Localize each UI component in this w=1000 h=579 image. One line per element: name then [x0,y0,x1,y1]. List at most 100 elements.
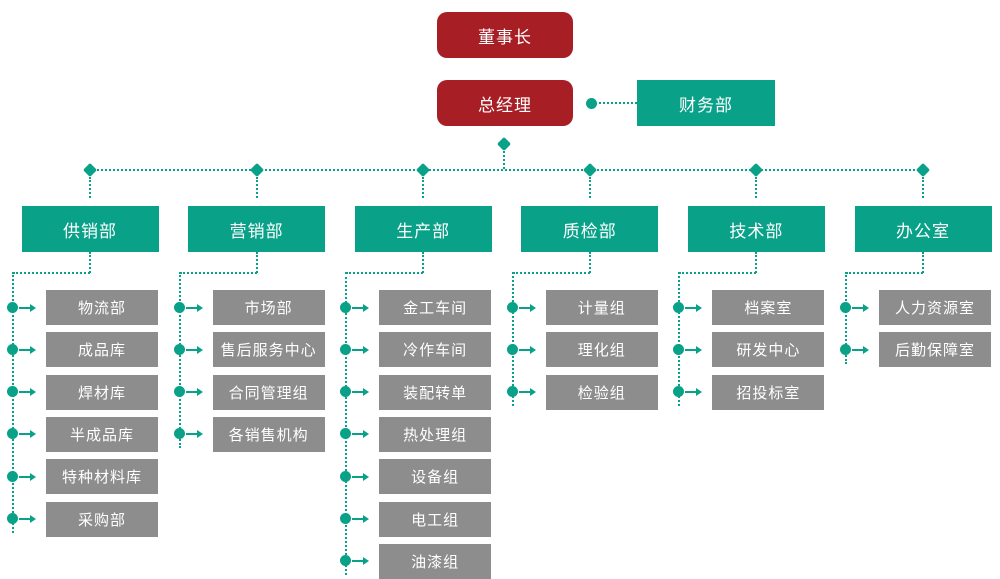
connector-dot-icon [586,98,597,109]
connector-dot-icon [673,386,685,398]
connector-line [255,177,258,198]
department-box: 质检部 [521,206,659,252]
arrow-icon [685,303,703,312]
sub-department-box: 金工车间 [379,290,492,325]
department-box: 技术部 [687,206,825,252]
connector-line [846,272,923,274]
connector-dot-icon [173,386,185,398]
connector-dot-icon [7,301,18,313]
connector-line [511,272,514,407]
sub-department-box: 人力资源室 [879,290,991,325]
connector-line [588,252,591,273]
sub-department-box: 油漆组 [379,543,492,579]
arrow-icon [352,472,370,481]
connector-dot-icon [7,428,18,440]
connector-line [89,252,91,273]
connector-dot-icon [416,162,431,178]
connector-dot-icon [7,470,18,482]
department-box: 供销部 [21,206,159,252]
connector-dot-icon [340,343,352,355]
connector-dot-icon [506,386,518,398]
connector-dot-icon [7,386,18,398]
arrow-icon [19,515,36,523]
sub-department-box: 检验组 [545,374,658,410]
connector-line [845,272,847,364]
connector-dot-icon [340,301,352,313]
connector-line [678,272,681,407]
connector-dot-icon [673,301,685,313]
sub-department-box: 半成品库 [46,416,158,452]
arrow-icon [852,303,869,312]
arrow-icon [352,388,370,397]
connector-dot-icon [82,162,98,178]
sub-department-box: 招投标室 [712,374,825,410]
connector-line [422,177,425,198]
connector-line [90,169,923,171]
connector-dot-icon [173,428,185,440]
sub-department-box: 热处理组 [379,416,492,452]
arrow-icon [185,388,203,397]
connector-dot-icon [673,343,685,355]
connector-line [178,272,181,449]
sub-department-box: 成品库 [46,332,158,368]
connector-dot-icon [173,301,185,313]
connector-dot-icon [840,343,851,355]
connector-dot-icon [173,343,185,355]
chairman-node: 董事长 [437,12,573,58]
sub-department-box: 电工组 [379,501,492,537]
connector-dot-icon [496,136,512,152]
connector-line [922,177,924,198]
sub-department-box: 档案室 [712,290,825,325]
sub-department-box: 焊材库 [46,374,158,410]
connector-line [179,272,257,274]
connector-line [12,272,14,533]
arrow-icon [852,345,869,354]
arrow-icon [685,388,703,397]
connector-line [755,177,758,198]
connector-line [89,177,91,198]
connector-line [13,272,90,274]
arrow-icon [19,472,36,481]
sub-department-box: 后勤保障室 [879,332,991,368]
sub-department-box: 装配转单 [379,374,492,410]
sub-department-box: 设备组 [379,459,492,495]
arrow-icon [352,515,370,523]
connector-dot-icon [7,343,18,355]
arrow-icon [518,388,536,397]
connector-dot-icon [340,513,352,524]
connector-dot-icon [249,162,264,178]
connector-line [922,252,924,273]
connector-dot-icon [506,343,518,355]
arrow-icon [185,303,203,312]
arrow-icon [19,345,36,354]
sub-department-box: 理化组 [545,332,658,368]
arrow-icon [352,303,370,312]
finance-node: 财务部 [637,80,775,126]
sub-department-box: 售后服务中心 [212,332,325,368]
connector-dot-icon [749,162,764,178]
arrow-icon [19,430,36,439]
arrow-icon [352,430,370,439]
connector-line [503,151,505,169]
sub-department-box: 物流部 [46,290,158,325]
connector-dot-icon [340,470,352,482]
arrow-icon [352,557,370,566]
connector-dot-icon [7,513,18,524]
arrow-icon [19,303,36,312]
sub-department-box: 冷作车间 [379,332,492,368]
connector-dot-icon [506,301,518,313]
arrow-icon [518,345,536,354]
department-box: 办公室 [854,206,992,252]
arrow-icon [185,430,203,439]
arrow-icon [518,303,536,312]
department-box: 营销部 [188,206,326,252]
sub-department-box: 特种材料库 [46,459,158,495]
arrow-icon [19,388,36,397]
sub-department-box: 采购部 [46,501,158,537]
department-box: 生产部 [354,206,492,252]
connector-line [346,272,424,274]
arrow-icon [185,345,203,354]
connector-line [422,252,425,273]
general-manager-node: 总经理 [437,80,573,126]
